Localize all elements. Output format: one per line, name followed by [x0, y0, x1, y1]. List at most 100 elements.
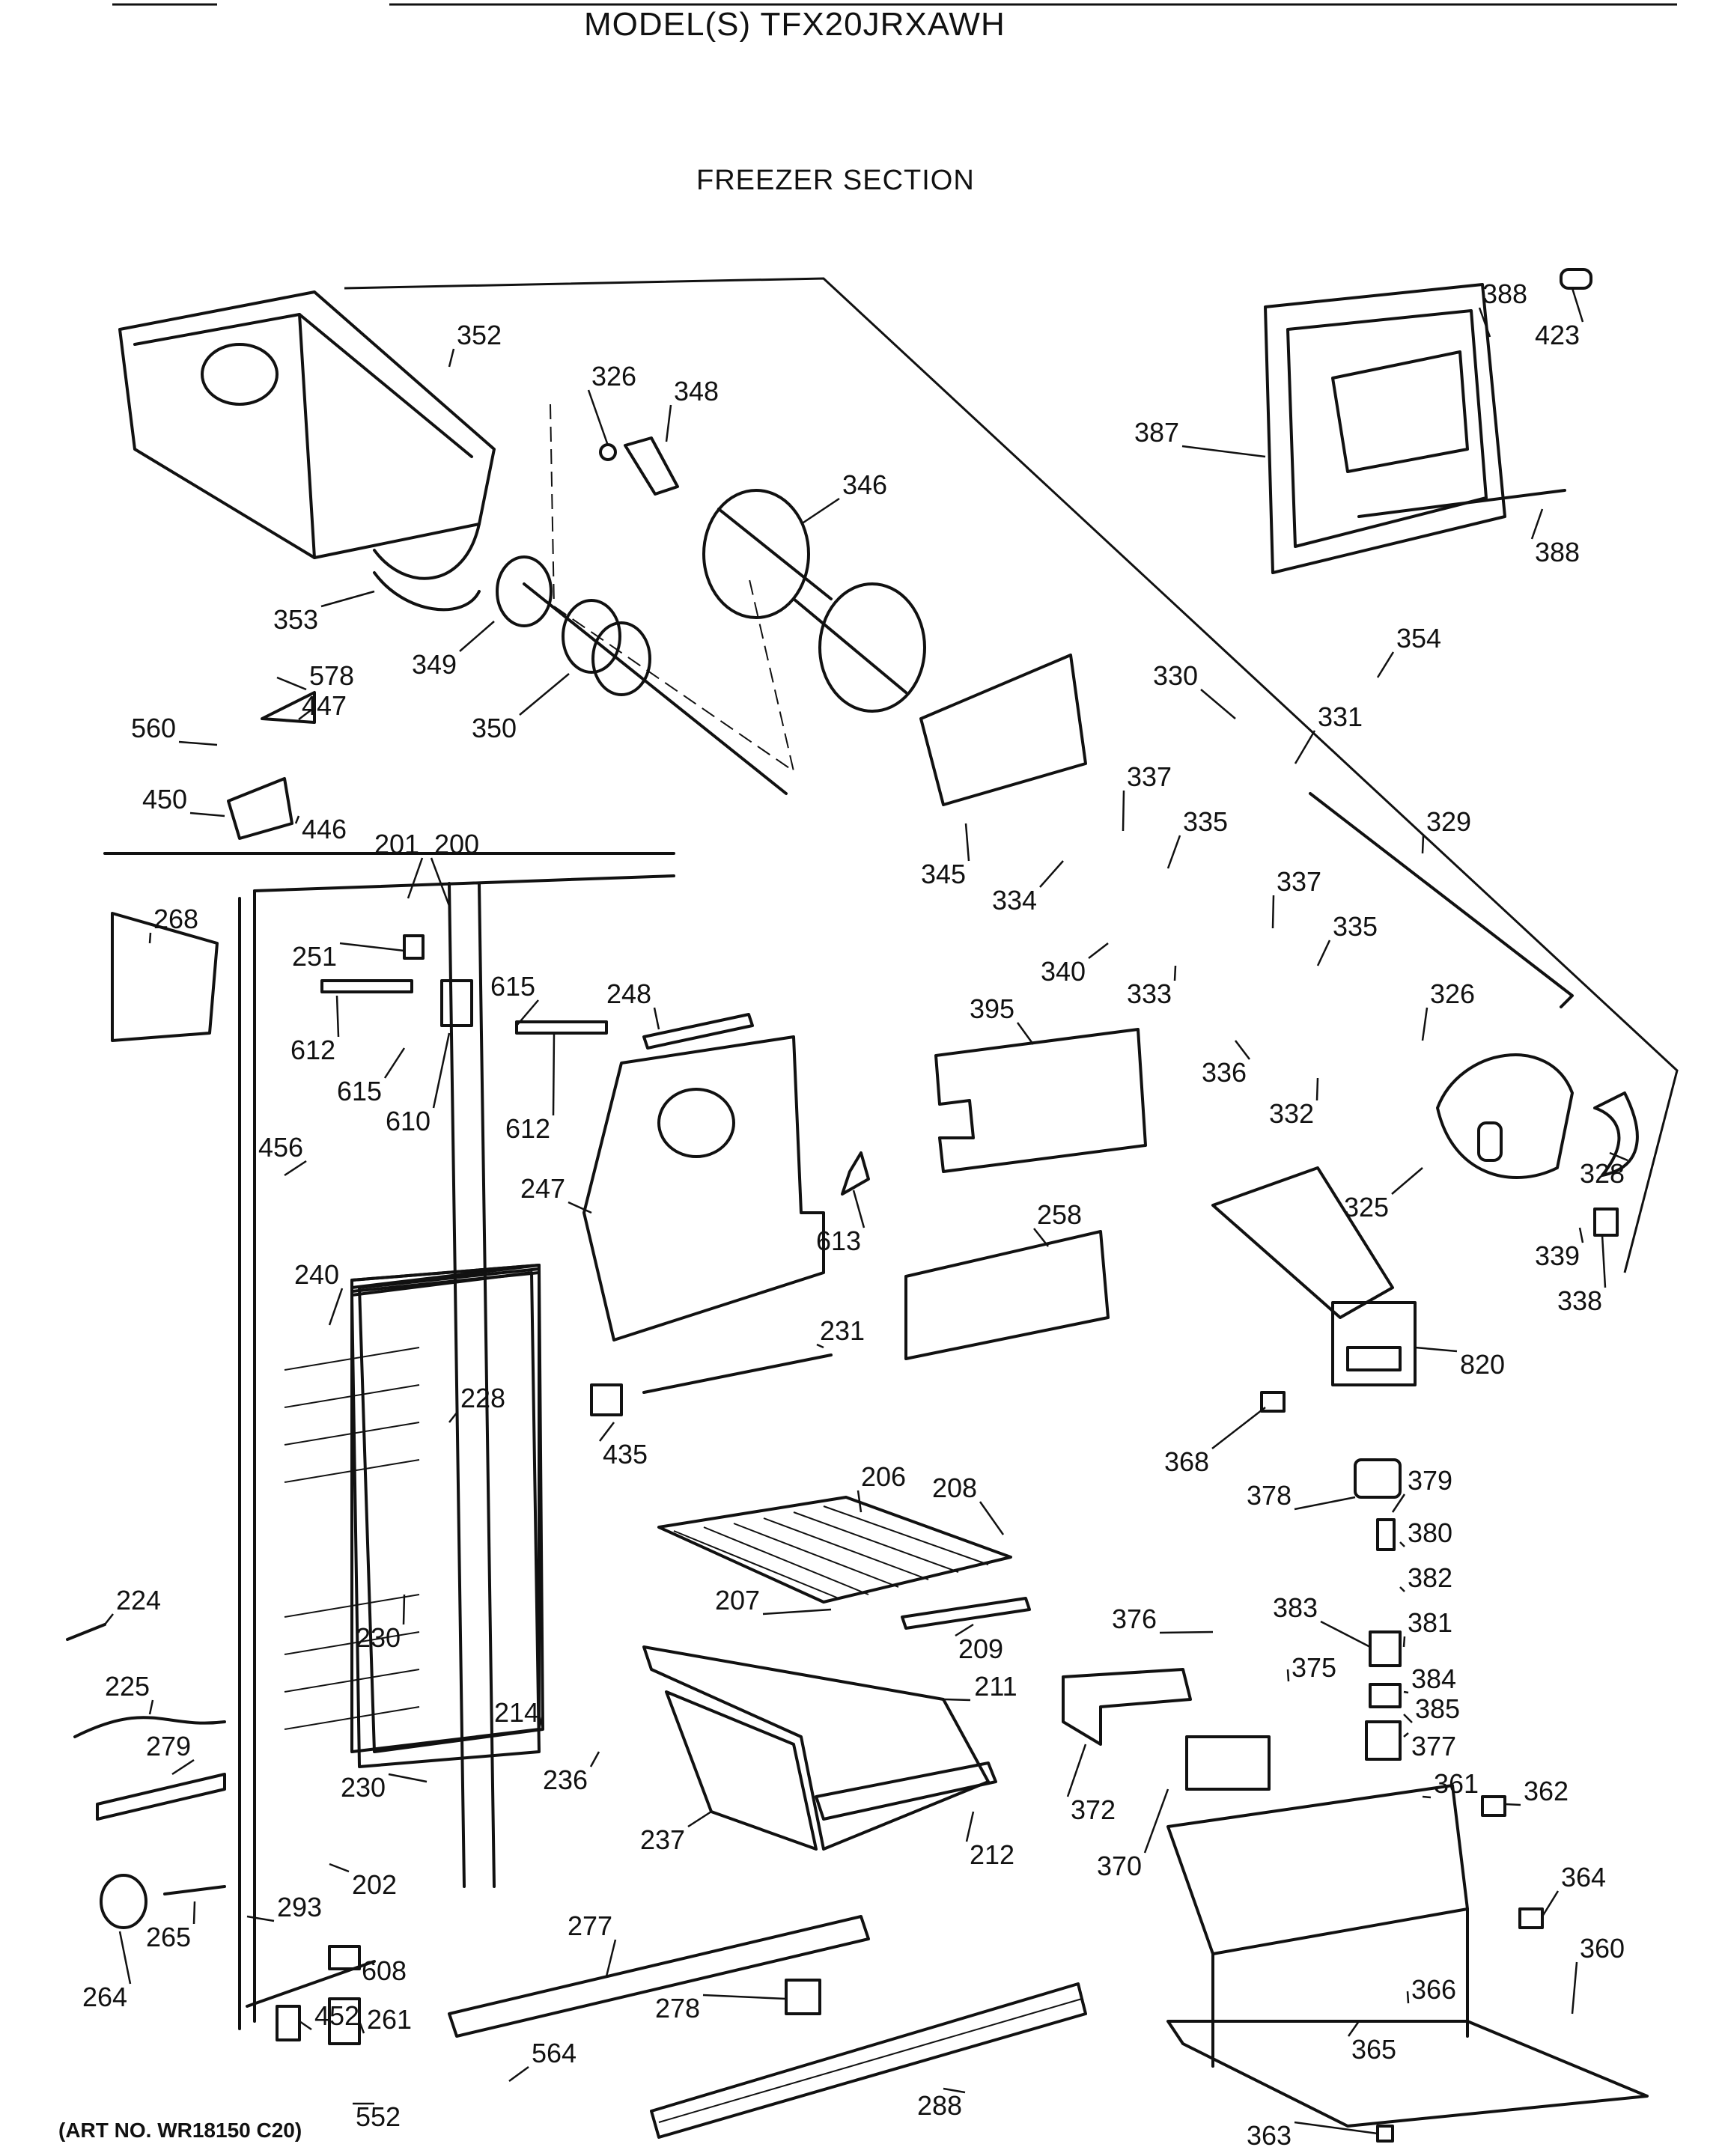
callout-384: 384: [1403, 1663, 1456, 1694]
leader-line: [1421, 1007, 1429, 1041]
leader-line: [1166, 835, 1181, 869]
callout-label: 338: [1557, 1285, 1602, 1316]
callout-608: 608: [359, 1955, 407, 1986]
part-612a: [320, 979, 413, 993]
callout-339: 339: [1535, 1227, 1584, 1271]
leader-line: [335, 995, 340, 1038]
callout-279: 279: [146, 1731, 195, 1776]
callout-label: 331: [1318, 701, 1363, 732]
callout-label: 335: [1183, 806, 1228, 837]
callout-378: 378: [1247, 1480, 1356, 1511]
callout-label: 379: [1408, 1465, 1452, 1496]
leader-line: [1402, 1636, 1406, 1648]
leader-line: [1122, 790, 1125, 832]
callout-label: 237: [640, 1824, 685, 1855]
callout-228: 228: [448, 1383, 505, 1423]
evaporator-cover-247: [582, 1035, 833, 1394]
leader-line: [358, 2021, 365, 2034]
callout-335: 335: [1166, 806, 1228, 869]
callout-381: 381: [1402, 1607, 1452, 1648]
leader-line: [1066, 1744, 1087, 1797]
callout-label: 456: [258, 1132, 303, 1163]
cover-258: [904, 1230, 1110, 1360]
leader-line: [1609, 1151, 1628, 1162]
leader-line: [148, 1699, 154, 1715]
part-423: [1560, 268, 1592, 290]
callout-264: 264: [82, 1931, 132, 2012]
callout-258: 258: [1033, 1199, 1082, 1247]
callout-326: 326: [1421, 978, 1475, 1041]
callout-label: 330: [1153, 660, 1198, 691]
callout-325: 325: [1344, 1167, 1423, 1222]
callout-label: 350: [472, 713, 517, 743]
leader-line: [599, 1422, 615, 1442]
callout-331: 331: [1294, 701, 1363, 764]
leader-line: [189, 811, 225, 817]
mounting-plate-345: [919, 654, 1087, 806]
callout-label: 336: [1202, 1057, 1247, 1088]
leader-line: [762, 1608, 832, 1616]
callout-label: 339: [1535, 1240, 1580, 1271]
leader-line: [1504, 1803, 1521, 1806]
callout-label: 384: [1411, 1663, 1456, 1694]
callout-label: 201: [374, 829, 419, 859]
callout-615: 615: [337, 1047, 406, 1106]
callout-label: 613: [816, 1225, 861, 1256]
callout-265: 265: [146, 1901, 196, 1952]
leader-line: [104, 1613, 114, 1625]
callout-label: 446: [302, 814, 347, 844]
callout-201: 201: [374, 829, 424, 899]
callout-388: 388: [1530, 508, 1580, 567]
leader-line: [1316, 940, 1331, 966]
leader-line: [1376, 651, 1395, 678]
callout-206: 206: [857, 1461, 906, 1513]
callout-338: 338: [1557, 1234, 1607, 1316]
callout-label: 353: [273, 604, 318, 635]
callout-label: 362: [1524, 1776, 1569, 1806]
callout-446: 446: [294, 814, 347, 844]
callout-552: 552: [353, 2101, 401, 2132]
callout-615: 615: [490, 971, 539, 1026]
leader-line: [1601, 1234, 1607, 1288]
leader-line: [552, 1032, 556, 1116]
callout-label: 325: [1344, 1192, 1389, 1222]
thermostat-268: [111, 912, 219, 1042]
callout-452: 452: [299, 2000, 359, 2031]
callout-231: 231: [816, 1315, 865, 1349]
leader-line: [519, 673, 570, 716]
callout-382: 382: [1399, 1562, 1452, 1593]
leader-line: [178, 740, 218, 746]
callout-label: 366: [1411, 1974, 1456, 2005]
callout-label: 435: [603, 1439, 648, 1470]
leader-line: [1235, 1040, 1250, 1060]
callout-label: 247: [520, 1173, 565, 1204]
callout-340: 340: [1041, 943, 1109, 987]
part-353: [373, 571, 481, 612]
callout-label: 225: [105, 1671, 150, 1702]
leader-line: [702, 1994, 787, 2000]
leader-line: [118, 1931, 132, 1985]
callout-label: 395: [970, 993, 1014, 1024]
callout-label: 370: [1097, 1851, 1142, 1881]
leader-line: [284, 1160, 307, 1177]
leader-line: [1530, 508, 1544, 540]
callout-label: 349: [412, 649, 457, 680]
callout-label: 211: [974, 1671, 1017, 1702]
callout-label: 612: [505, 1113, 550, 1144]
leader-line: [294, 815, 300, 824]
part-381: [1369, 1630, 1402, 1667]
callout-353: 353: [273, 590, 375, 635]
leader-line: [1403, 1732, 1409, 1738]
leader-line: [1181, 445, 1266, 458]
callout-370: 370: [1097, 1788, 1169, 1881]
part-264: [100, 1874, 147, 1929]
callout-612: 612: [290, 995, 340, 1065]
callout-label: 361: [1434, 1768, 1479, 1799]
leader-line: [448, 348, 455, 368]
callout-377: 377: [1403, 1731, 1456, 1761]
callout-326: 326: [587, 361, 636, 446]
leader-line: [320, 590, 375, 608]
leader-line: [665, 404, 672, 442]
callout-label: 206: [861, 1461, 906, 1492]
